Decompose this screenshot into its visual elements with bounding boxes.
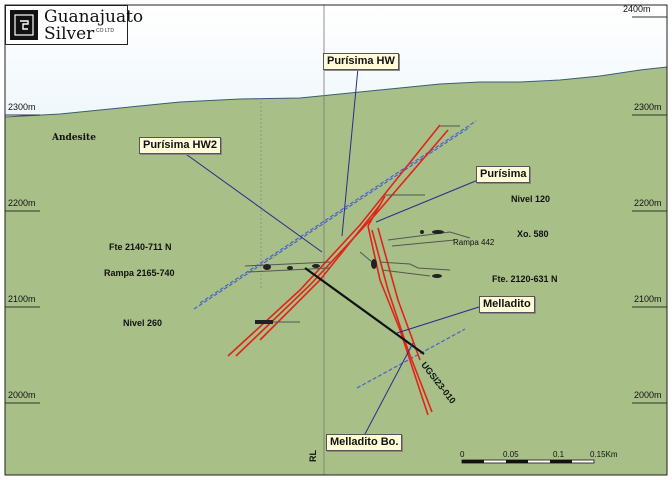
callout-purisima: Purísima	[476, 166, 531, 183]
elev-right-2100: 2100m	[634, 294, 662, 304]
label-rampa-2165: Rampa 2165-740	[104, 268, 175, 278]
map-frame	[4, 4, 668, 476]
scale-bar	[461, 459, 595, 464]
elev-right-2000: 2000m	[634, 390, 662, 400]
label-nivel-120: Nivel 120	[511, 194, 551, 204]
drillhole-trace	[304, 267, 425, 355]
callout-leaders	[182, 67, 480, 435]
elevation-ticks	[5, 16, 667, 404]
mine-workings	[244, 125, 471, 323]
elev-right-2200: 2200m	[634, 198, 662, 208]
elev-left-2200: 2200m	[8, 198, 36, 208]
label-rampa-442: Rampa 442	[453, 238, 495, 247]
elev-left-2100: 2100m	[8, 294, 36, 304]
logo-suffix: CO LTD	[96, 28, 114, 34]
rock-unit-label: Andesite	[52, 133, 96, 143]
callout-melladito: Melladito	[479, 296, 535, 313]
rl-label: RL	[308, 450, 318, 462]
working-markers	[255, 230, 444, 324]
callout-melladito-bo: Melladito Bo.	[326, 434, 403, 451]
gs-logo-icon	[10, 10, 38, 40]
label-fte-2140: Fte 2140-711 N	[109, 242, 172, 252]
label-xo-580: Xo. 580	[517, 229, 549, 239]
logo-line2: Silver	[44, 24, 95, 44]
company-logo: Guanajuato Silver CO LTD	[5, 5, 143, 45]
elev-right-2300: 2300m	[634, 102, 662, 112]
callout-purisima-hw2: Purísima HW2	[139, 137, 221, 154]
scale-tick-015: 0.15Km	[590, 450, 618, 459]
scale-tick-005: 0.05	[503, 450, 519, 459]
topography-line	[4, 66, 668, 118]
label-fte-2120: Fte. 2120-631 N	[492, 274, 558, 284]
label-nivel-260: Nivel 260	[123, 318, 163, 328]
callout-purisima-hw: Purísima HW	[323, 53, 399, 70]
scale-tick-01: 0.1	[553, 450, 565, 459]
scale-tick-0: 0	[460, 450, 465, 459]
elev-left-2000: 2000m	[8, 390, 36, 400]
logo-line1: Guanajuato	[44, 7, 144, 27]
elev-2400-right: 2400m	[623, 4, 651, 14]
elev-left-2300: 2300m	[8, 102, 36, 112]
